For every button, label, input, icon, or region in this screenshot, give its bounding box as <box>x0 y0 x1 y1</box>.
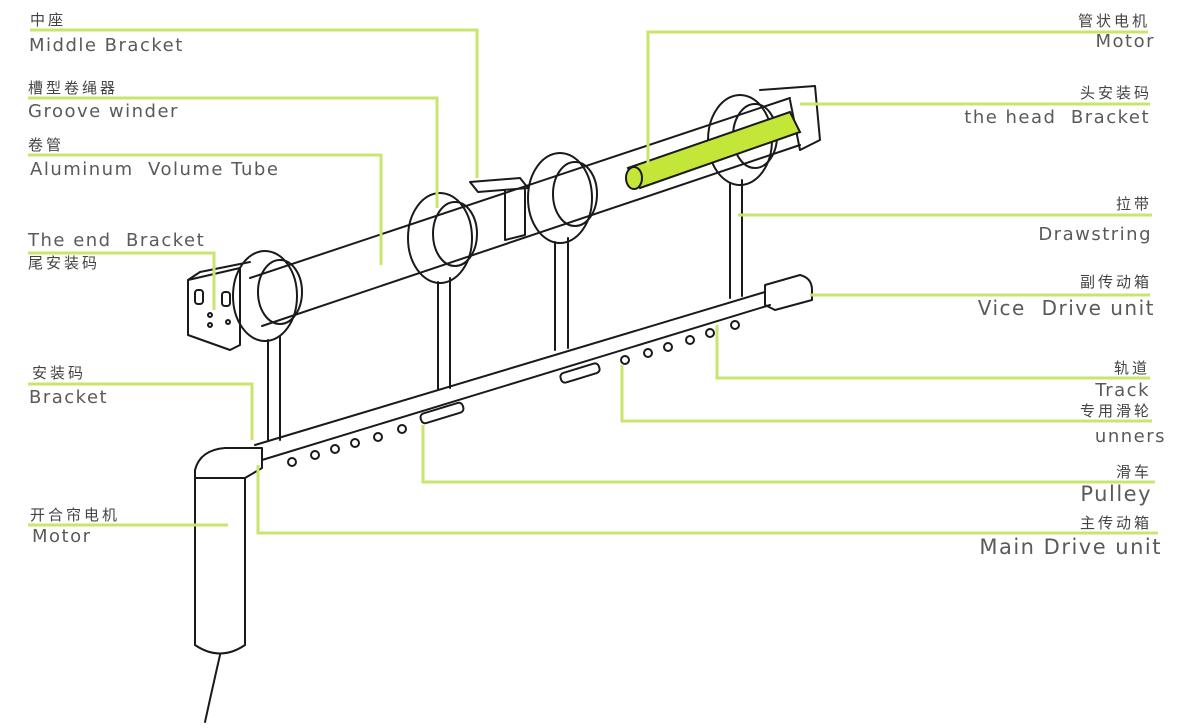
runners-zh: 专用滑轮 <box>1079 402 1152 420</box>
head-bracket-en: the head Bracket <box>964 107 1150 128</box>
middle-bracket <box>469 177 529 241</box>
pulley-zh: 滑车 <box>1115 463 1152 481</box>
groove-winder-zh: 槽型卷绳器 <box>28 79 119 97</box>
middle-bracket-en: Middle Bracket <box>29 35 184 56</box>
bracket-zh: 安装码 <box>32 364 87 382</box>
vice-drive-zh: 副传动箱 <box>1079 273 1152 291</box>
runners <box>287 320 740 467</box>
drawstring-en: Drawstring <box>1038 224 1152 245</box>
curtain-motor <box>194 477 246 655</box>
end-bracket-en: The end Bracket <box>28 230 206 251</box>
bracket-en: Bracket <box>29 387 109 408</box>
tube-motor-zh: 管状电机 <box>1077 12 1150 30</box>
track-en: Track <box>1095 380 1150 401</box>
volume-tube-zh: 卷管 <box>28 136 65 154</box>
main-drive-zh: 主传动箱 <box>1079 514 1152 532</box>
tube-motor <box>625 110 802 190</box>
volume-tube-en: Aluminum Volume Tube <box>30 159 280 180</box>
hanger-rods <box>267 179 743 441</box>
groove-winder-en: Groove winder <box>28 101 179 122</box>
curtain-motor-zh: 开合帘电机 <box>30 506 121 524</box>
track-zh: 轨道 <box>1113 359 1150 377</box>
main-drive-en: Main Drive unit <box>979 535 1162 559</box>
end-bracket-zh: 尾安装码 <box>28 254 101 272</box>
power-cable <box>204 654 221 723</box>
runners-en: unners <box>1094 426 1166 447</box>
tube-motor-en: Motor <box>1095 31 1155 52</box>
vice-drive-en: Vice Drive unit <box>977 296 1155 320</box>
head-bracket-zh: 头安装码 <box>1079 84 1152 102</box>
main-drive-unit <box>194 447 263 479</box>
pulley <box>559 362 601 384</box>
track <box>254 291 771 461</box>
vice-drive-unit <box>764 274 813 311</box>
middle-bracket-zh: 中座 <box>30 11 67 29</box>
drawstring-zh: 拉带 <box>1115 195 1152 213</box>
curtain-motor-en: Motor <box>32 526 92 547</box>
leader-lines <box>28 28 1158 535</box>
pulley-en: Pulley <box>1080 482 1152 506</box>
end-bracket <box>187 261 251 351</box>
